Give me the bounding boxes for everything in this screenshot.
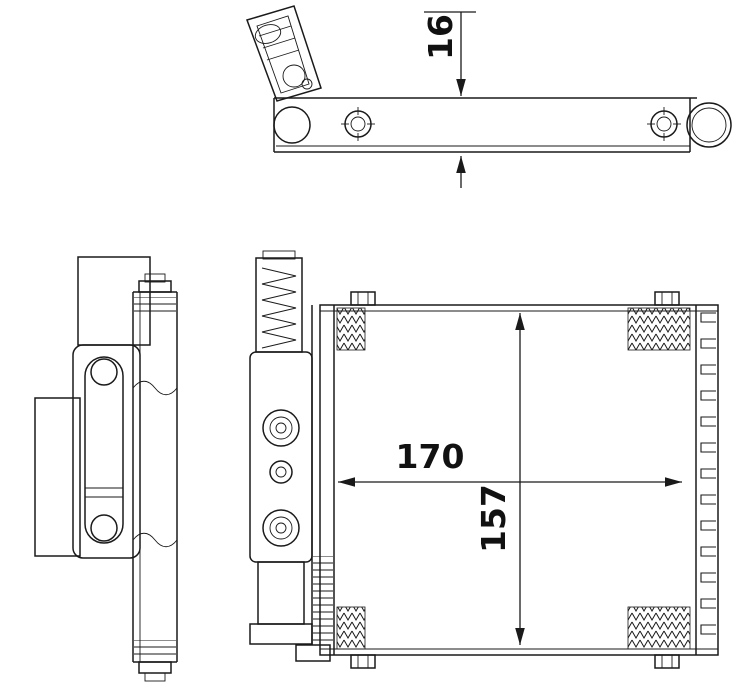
- bracket-inner: [256, 15, 310, 94]
- side-view: [34, 256, 178, 682]
- bolt-fitting-left: [341, 107, 375, 141]
- bracket-hole: [254, 24, 282, 44]
- bolt-fitting-right: [647, 107, 681, 141]
- lower-cap: [249, 623, 313, 645]
- mount-tab-bottom-left: [350, 654, 376, 669]
- spring-cap: [262, 250, 296, 260]
- core-outline: [319, 304, 719, 656]
- bolt-top-outer: [262, 409, 300, 447]
- elbow-pin: [301, 78, 313, 90]
- slot-stadium: [84, 356, 124, 544]
- bolt-plate-outline: [249, 351, 313, 563]
- mount-bracket-plate: [72, 344, 141, 559]
- bottom-tab: [144, 672, 166, 682]
- end-boss: [686, 102, 732, 148]
- dimension-157: 157: [474, 313, 525, 645]
- bolt-bottom-outer: [262, 509, 300, 547]
- mount-tab-top-left: [350, 291, 376, 306]
- dimension-label-170: 170: [396, 437, 465, 476]
- edge-rib-ticks: [313, 556, 333, 644]
- top-cap: [138, 280, 172, 293]
- side-block: [34, 397, 81, 557]
- bottom-cap: [138, 661, 172, 674]
- foot-tab: [295, 644, 331, 662]
- top-tab: [144, 273, 166, 283]
- front-view: [319, 291, 719, 669]
- slot-hole-bottom: [90, 514, 118, 542]
- left-port-circle: [273, 106, 311, 144]
- edge-fin-ticks-bottom: [134, 640, 176, 655]
- fin-area-top-right: [627, 307, 691, 351]
- spring-section: [255, 250, 303, 353]
- dimension-label-16: 16: [421, 14, 460, 60]
- slot-hole-top: [90, 358, 118, 386]
- bracket-plate-outline: [72, 344, 141, 559]
- spring-coil: [261, 267, 297, 349]
- edge-fin-ticks-top: [134, 297, 176, 312]
- elbow-circle: [282, 64, 306, 88]
- dimension-170: 170: [338, 437, 682, 487]
- bolt-plate: [249, 305, 313, 645]
- right-serrated-strip: [695, 305, 716, 655]
- tooth-pattern: [696, 310, 716, 650]
- mount-tab-bottom-right: [654, 654, 680, 669]
- bolt-middle-outer: [269, 460, 293, 484]
- core-edge-view: [249, 250, 333, 662]
- inlet-bracket: [246, 5, 322, 102]
- fin-area-top-left: [336, 307, 366, 351]
- fin-area-bottom-right: [627, 606, 691, 650]
- cooler-body-profile: [273, 97, 732, 153]
- mount-tab-top-right: [654, 291, 680, 306]
- fin-area-bottom-left: [336, 606, 366, 650]
- bracket-outline: [246, 5, 322, 102]
- cooler-edge-body: [132, 273, 178, 682]
- top-profile-view: [246, 5, 732, 153]
- core-edge-lower: [249, 556, 333, 662]
- dimension-label-157: 157: [474, 484, 513, 553]
- dimension-16: 16: [421, 11, 476, 188]
